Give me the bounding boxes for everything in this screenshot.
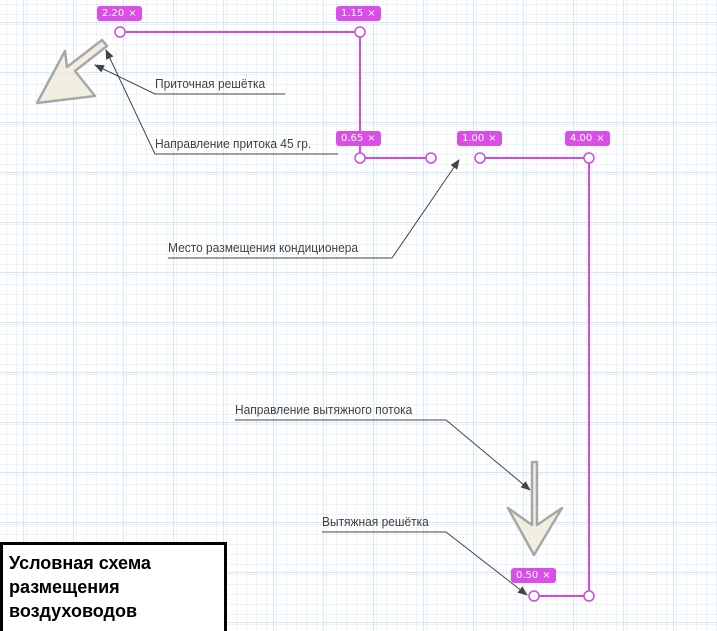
leader-ac-location (168, 159, 460, 259)
close-icon[interactable]: × (128, 8, 137, 19)
leader-exhaust-grille (322, 531, 528, 596)
close-icon[interactable]: × (542, 570, 551, 581)
length-value: 2.20 (102, 8, 125, 19)
title-box: Условная схема размещения воздуховодов (0, 542, 227, 631)
length-value: 0.65 (341, 133, 364, 144)
label-exhaust-direction: Направление вытяжного потока (235, 402, 413, 417)
duct-node-2[interactable] (354, 26, 366, 38)
length-value: 1.15 (341, 8, 364, 19)
duct-node-5[interactable] (474, 152, 486, 164)
duct-node-8[interactable] (583, 590, 595, 602)
duct-node-3[interactable] (354, 152, 366, 164)
scheme-title: Условная схема размещения воздуховодов (9, 553, 151, 621)
length-badge-4[interactable]: 1.00× (457, 131, 502, 146)
duct-node-1[interactable] (114, 26, 126, 38)
length-value: 4.00 (570, 133, 593, 144)
label-exhaust-grille: Вытяжная решётка (322, 514, 429, 529)
label-ac-location: Место размещения кондиционера (168, 240, 359, 255)
leader-supply-direction (105, 49, 338, 155)
close-icon[interactable]: × (367, 8, 376, 19)
length-badge-6[interactable]: 0.50× (511, 568, 556, 583)
supply-direction-arrow (35, 38, 109, 105)
exhaust-direction-arrow (506, 460, 564, 557)
leader-exhaust-direction (235, 419, 531, 491)
length-badge-3[interactable]: 0.65× (336, 131, 381, 146)
close-icon[interactable]: × (367, 133, 376, 144)
close-icon[interactable]: × (488, 133, 497, 144)
duct-node-4[interactable] (425, 152, 437, 164)
length-value: 0.50 (516, 570, 539, 581)
length-badge-5[interactable]: 4.00× (565, 131, 610, 146)
length-value: 1.00 (462, 133, 485, 144)
length-badge-1[interactable]: 2.20× (97, 6, 142, 21)
label-supply-grille: Приточная решётка (155, 76, 266, 91)
label-supply-direction: Направление притока 45 гр. (155, 136, 312, 151)
duct-node-7[interactable] (528, 590, 540, 602)
overlay-group (35, 26, 595, 602)
close-icon[interactable]: × (596, 133, 605, 144)
length-badge-2[interactable]: 1.15× (336, 6, 381, 21)
leader-supply-grille (94, 64, 285, 95)
duct-node-6[interactable] (583, 152, 595, 164)
